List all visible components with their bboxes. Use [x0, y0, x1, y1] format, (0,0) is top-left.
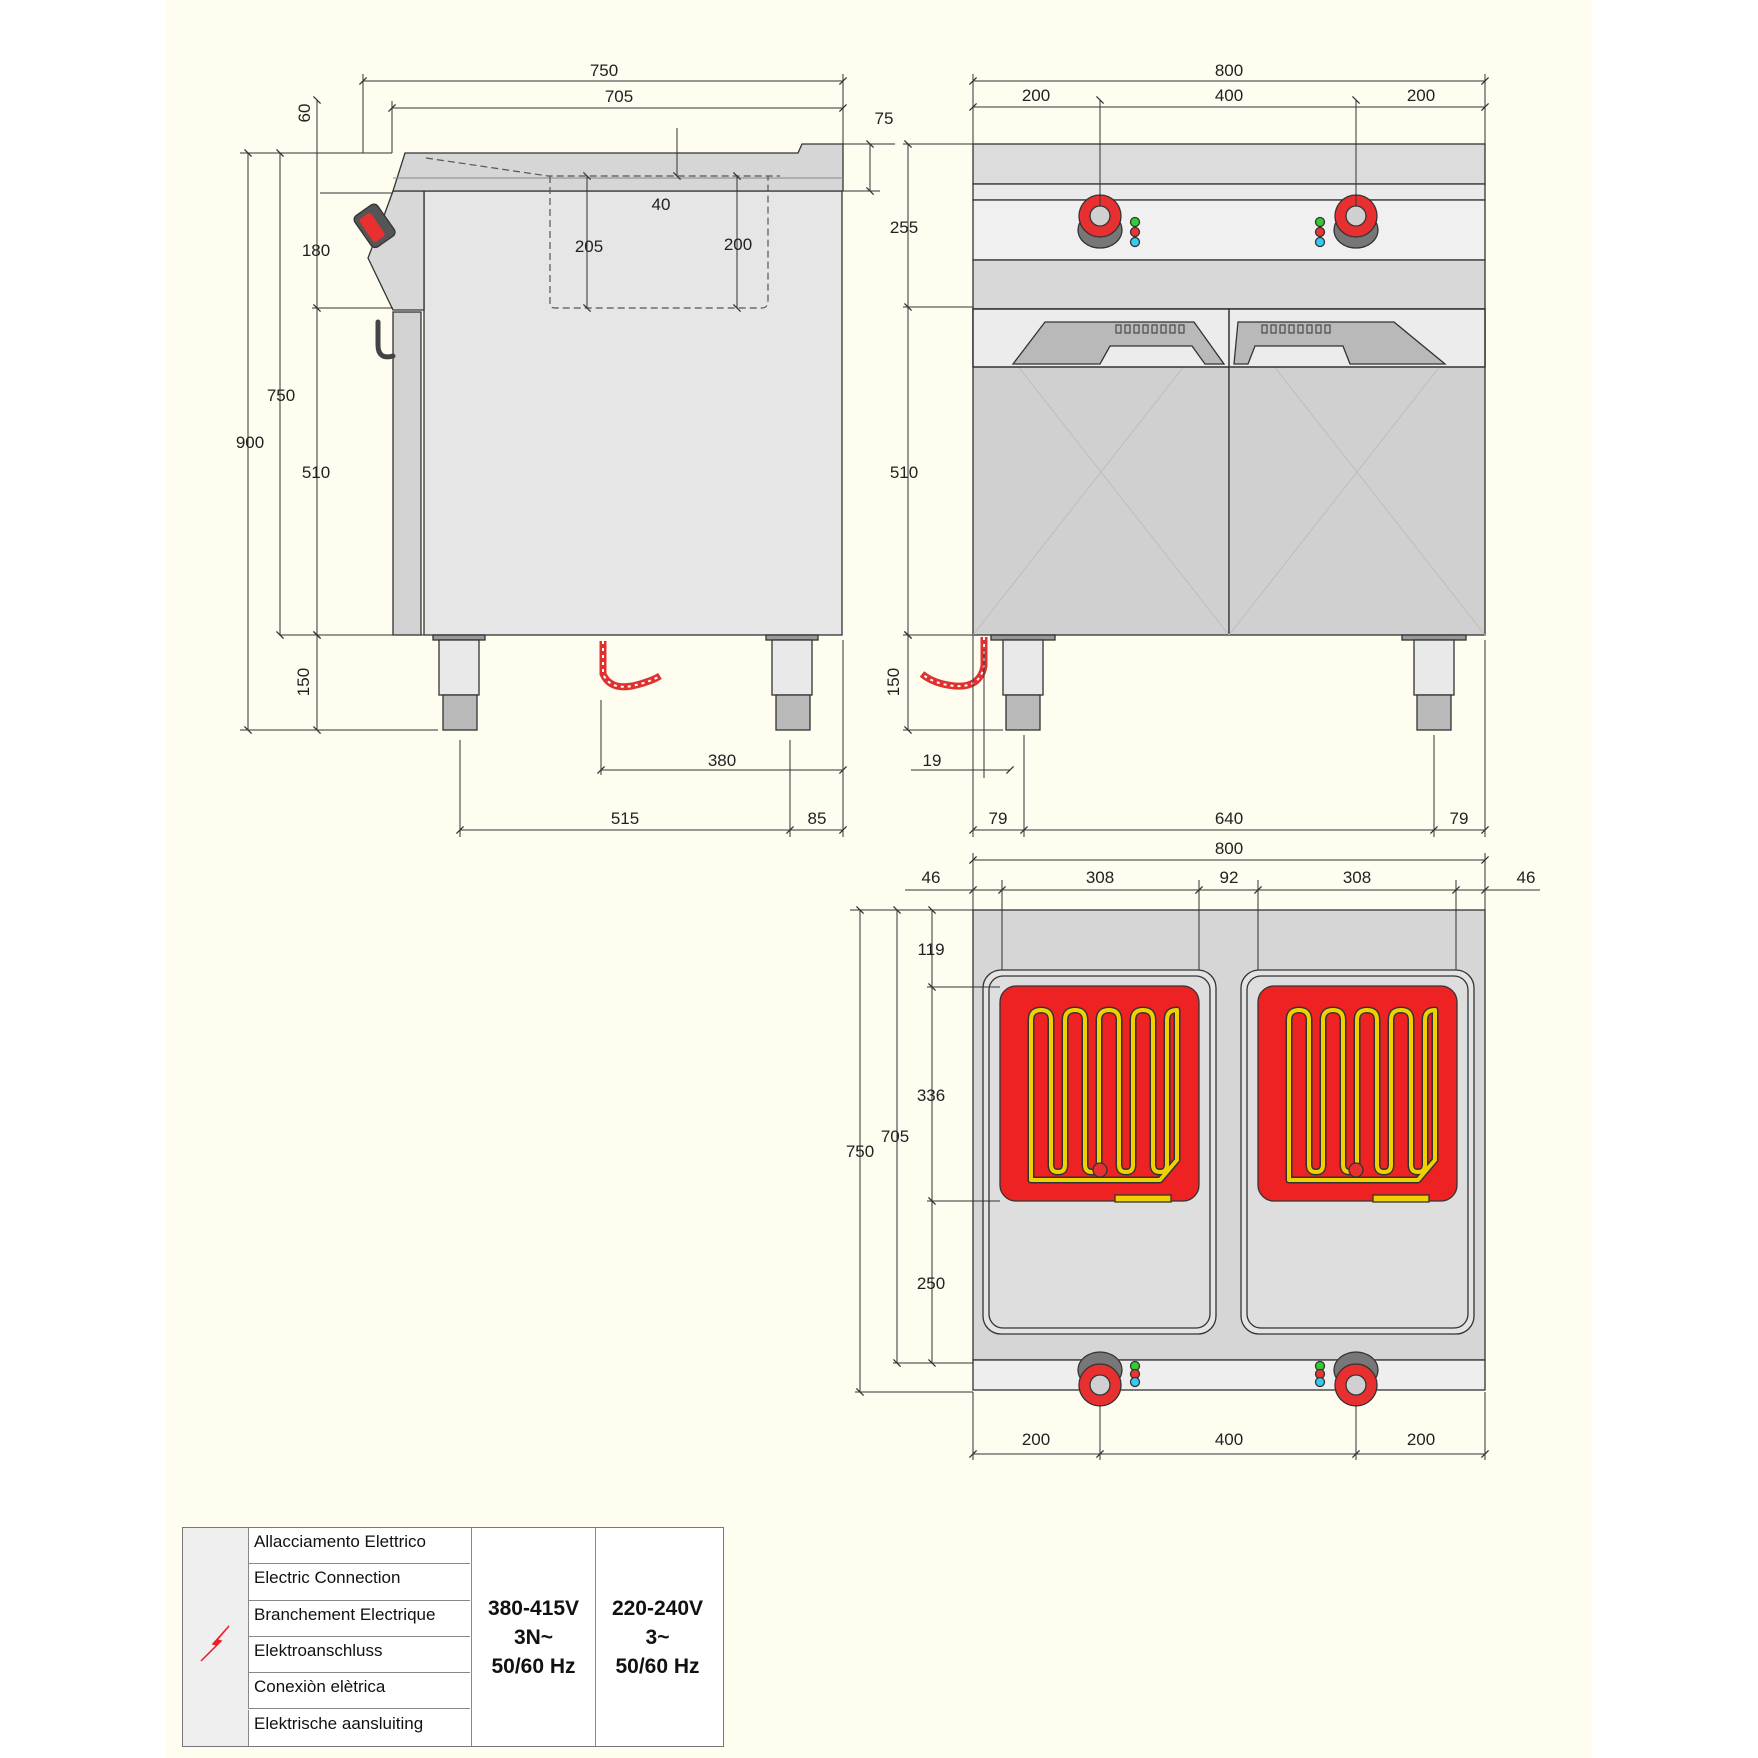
electric-connection-table: Allacciamento Elettrico Electric Connect…	[182, 1527, 724, 1747]
dim-side-380: 380	[708, 751, 736, 770]
top-view: 800 46 308 92 308 46 119 336 705 750 250…	[846, 839, 1540, 1460]
dim-front-79-right: 79	[1450, 809, 1469, 828]
dim-side-750: 750	[267, 386, 295, 405]
dim-side-75: 75	[875, 109, 894, 128]
dim-side-705-top: 705	[605, 87, 633, 106]
dim-side-180: 180	[302, 241, 330, 260]
voltage-1-range: 380-415V	[487, 1596, 580, 1620]
side-rear-column	[392, 311, 422, 636]
side-body-panel	[423, 190, 843, 636]
dim-front-200-left: 200	[1022, 86, 1050, 105]
top-knob-right-icon	[1333, 1351, 1379, 1407]
voltage-1-phase: 3N~	[513, 1625, 554, 1649]
dim-top-200-right: 200	[1407, 1430, 1435, 1449]
dim-side-510: 510	[302, 463, 330, 482]
front-lamp-green-left-icon	[1129, 216, 1141, 228]
dim-side-205: 205	[575, 237, 603, 256]
dim-side-515: 515	[611, 809, 639, 828]
dim-front-19: 19	[923, 751, 942, 770]
dim-side-900: 900	[236, 433, 264, 452]
front-lamp-cyan-left-icon	[1129, 236, 1141, 248]
voltage-1-frequency: 50/60 Hz	[491, 1654, 576, 1678]
dim-front-150: 150	[884, 668, 903, 696]
top-control-strip	[972, 1359, 1486, 1391]
dim-front-800: 800	[1215, 61, 1243, 80]
side-worktop	[392, 143, 844, 192]
front-knob-right-icon	[1333, 194, 1379, 249]
dim-top-336: 336	[917, 1086, 945, 1105]
dim-side-85: 85	[808, 809, 827, 828]
voltage-option-1: 380-415V 3N~ 50/60 Hz	[471, 1528, 595, 1746]
label-spanish: Conexiòn elètrica	[248, 1673, 470, 1710]
label-german: Elektroanschluss	[248, 1636, 470, 1674]
side-cable-icon	[599, 641, 662, 691]
dim-front-200-right: 200	[1407, 86, 1435, 105]
dim-top-46-right: 46	[1517, 868, 1536, 887]
dim-side-40: 40	[652, 195, 671, 214]
label-dutch: Elektrische aansluiting	[248, 1709, 470, 1746]
side-hook-icon	[375, 319, 396, 360]
dim-top-705: 705	[881, 1127, 909, 1146]
front-knob-left-icon	[1077, 194, 1123, 249]
voltage-2-range: 220-240V	[611, 1596, 704, 1620]
front-worktop	[972, 143, 1486, 185]
lightning-bolt-icon	[200, 1625, 230, 1662]
dim-top-200-left: 200	[1022, 1430, 1050, 1449]
dim-top-308-left: 308	[1086, 868, 1114, 887]
dim-top-250: 250	[917, 1274, 945, 1293]
dim-side-60: 60	[295, 104, 314, 123]
dim-top-750: 750	[846, 1142, 874, 1161]
side-view: 750 705 60 75 40 205 200 180 750 900 510…	[236, 61, 895, 837]
dim-side-150: 150	[294, 668, 313, 696]
front-lamp-green-right-icon	[1314, 216, 1326, 228]
dim-front-640: 640	[1215, 809, 1243, 828]
label-english: Electric Connection	[248, 1564, 470, 1601]
front-lamp-cyan-right-icon	[1314, 236, 1326, 248]
icon-cell	[183, 1528, 248, 1746]
front-handle-right-icon	[1233, 321, 1447, 365]
dim-side-200: 200	[724, 235, 752, 254]
top-knob-left-icon	[1077, 1351, 1123, 1407]
dim-top-400: 400	[1215, 1430, 1243, 1449]
front-control-panel	[972, 199, 1486, 261]
label-french: Branchement Electrique	[248, 1600, 470, 1637]
label-italian: Allacciamento Elettrico	[248, 1528, 470, 1565]
dim-front-255: 255	[890, 218, 918, 237]
top-heating-element-icons	[1029, 1008, 1437, 1182]
front-view: 800 200 400 200 255 510 150 19 79 640 79	[884, 61, 1490, 837]
dim-top-800: 800	[1215, 839, 1243, 858]
voltage-option-2: 220-240V 3~ 50/60 Hz	[595, 1528, 719, 1746]
dim-front-79-left: 79	[989, 809, 1008, 828]
dim-front-510: 510	[890, 463, 918, 482]
voltage-2-frequency: 50/60 Hz	[615, 1654, 700, 1678]
front-lamp-red-left-icon	[1129, 226, 1141, 238]
dim-top-46-left: 46	[922, 868, 941, 887]
voltage-2-phase: 3~	[645, 1625, 670, 1649]
dim-top-92: 92	[1220, 868, 1239, 887]
dim-front-400: 400	[1215, 86, 1243, 105]
front-cable-icon	[919, 637, 988, 690]
dim-side-750-top: 750	[590, 61, 618, 80]
dim-top-308-right: 308	[1343, 868, 1371, 887]
side-knob-icon	[353, 203, 396, 249]
dim-top-119: 119	[917, 940, 944, 959]
front-lamp-red-right-icon	[1314, 226, 1326, 238]
